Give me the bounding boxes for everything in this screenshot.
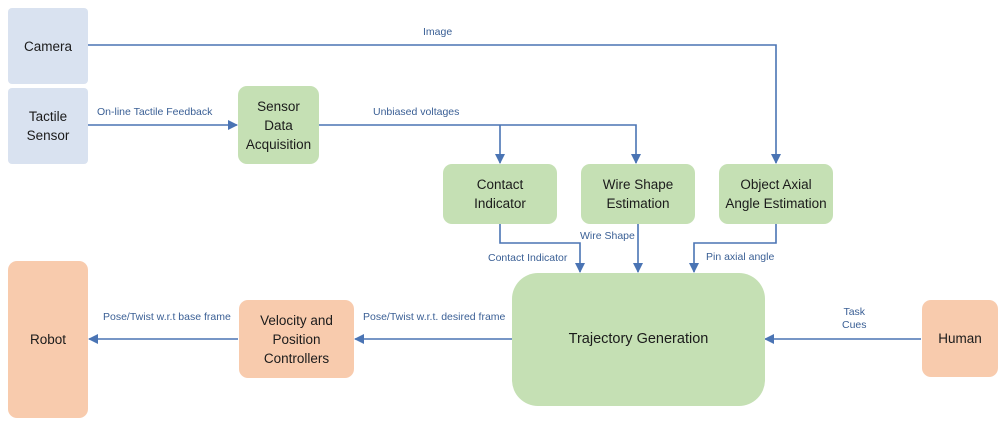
- task-cues-edge-label: Task Cues: [842, 306, 867, 331]
- pin-axial-angle-arrow: [689, 224, 777, 273]
- pose-twist-desired-edge-label: Pose/Twist w.r.t. desired frame: [363, 311, 506, 323]
- trajectory-generation-node: Trajectory Generation: [512, 273, 765, 406]
- unbiased-voltages-arrow: [319, 124, 641, 164]
- sensor-data-acquisition-label: Sensor Data Acquisition: [245, 98, 312, 152]
- wire-shape-edge-label: Wire Shape: [580, 230, 635, 242]
- unbiased-voltages-edge-label: Unbiased voltages: [373, 106, 460, 118]
- image-arrow: [88, 44, 781, 164]
- contact-indicator-edge-label: Contact Indicator: [488, 252, 568, 264]
- image-edge-label: Image: [423, 26, 453, 38]
- wire-shape-estimation-label: Wire Shape Estimation: [602, 177, 674, 211]
- wire-shape-estimation-node: Wire Shape Estimation: [581, 164, 695, 224]
- object-axial-angle-estimation-label: Object Axial Angle Estimation: [725, 177, 827, 211]
- object-axial-angle-estimation-node: Object Axial Angle Estimation: [719, 164, 833, 224]
- contact-indicator-node: Contact Indicator: [443, 164, 557, 224]
- velocity-position-controllers-node: Velocity and Position Controllers: [239, 300, 354, 378]
- robot-label: Robot: [29, 332, 67, 347]
- trajectory-generation-label: Trajectory Generation: [568, 331, 709, 347]
- contact-indicator-arrow: [499, 224, 585, 273]
- online-tactile-feedback-edge-label: On-line Tactile Feedback: [97, 106, 213, 118]
- pin-axial-angle-edge-label: Pin axial angle: [706, 251, 775, 263]
- camera-label: Camera: [23, 38, 72, 54]
- tactile-sensor-label: Tactile Sensor: [26, 109, 70, 143]
- contact-indicator-label: Contact Indicator: [474, 177, 526, 211]
- human-label: Human: [938, 331, 982, 346]
- sensor-data-acquisition-node: Sensor Data Acquisition: [238, 86, 319, 164]
- pose-twist-base-edge-label: Pose/Twist w.r.t base frame: [103, 311, 231, 323]
- camera-node: Camera: [8, 8, 88, 84]
- velocity-position-controllers-label: Velocity and Position Controllers: [260, 312, 333, 366]
- human-node: Human: [922, 300, 998, 377]
- robot-node: Robot: [8, 261, 88, 418]
- tactile-sensor-node: Tactile Sensor: [8, 88, 88, 164]
